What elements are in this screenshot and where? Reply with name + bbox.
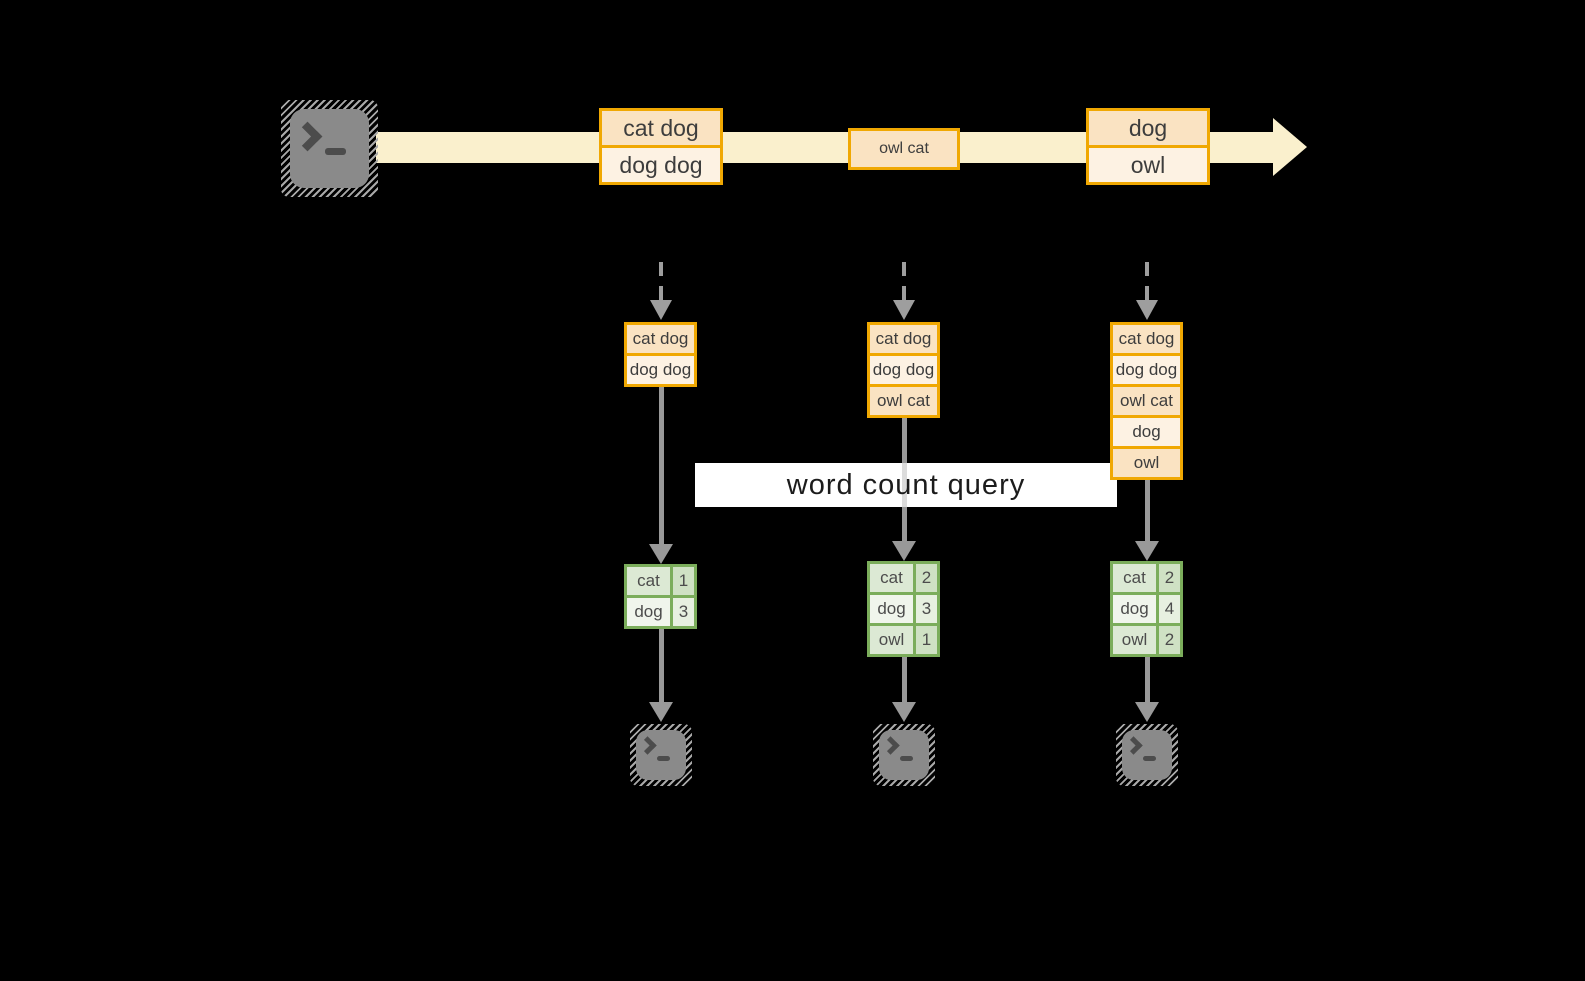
stream-batch-1: cat dog dog dog <box>599 108 723 185</box>
word-cell: cat <box>627 567 670 595</box>
count-cell: 3 <box>673 598 694 626</box>
count-cell: 3 <box>916 595 937 623</box>
word-cell: cat <box>870 564 913 592</box>
stream-batch-2: owl cat <box>848 128 960 170</box>
aggregation-arrowhead-icon <box>1135 541 1159 561</box>
word-cell: dog <box>1113 595 1156 623</box>
word-count-table-1: cat 1 dog 3 <box>624 564 697 629</box>
microbatch-arrowhead-icon <box>1136 300 1158 320</box>
count-cell: 2 <box>916 564 937 592</box>
microbatch-arrowhead-icon <box>650 300 672 320</box>
count-cell: 4 <box>1159 595 1180 623</box>
query-label: word count query <box>786 468 1026 501</box>
input-state-stack-3: cat dog dog dog owl cat dog owl <box>1110 322 1183 480</box>
word-cell: owl <box>870 626 913 654</box>
stream-source-terminal-icon <box>281 100 378 197</box>
state-row: cat dog <box>1113 325 1180 353</box>
microbatch-arrow-line <box>659 262 663 302</box>
batch-row: dog dog <box>602 148 720 182</box>
arrow-through-label <box>902 463 907 507</box>
output-arrowhead-icon <box>892 702 916 722</box>
word-cell: dog <box>870 595 913 623</box>
prompt-cursor-icon <box>325 148 346 155</box>
microbatch-arrow-line <box>1145 262 1149 302</box>
state-row: dog dog <box>627 356 694 384</box>
word-count-table-2: cat 2 dog 3 owl 1 <box>867 561 940 657</box>
terminal-screen <box>636 730 686 780</box>
input-state-stack-1: cat dog dog dog <box>624 322 697 387</box>
output-arrowhead-icon <box>649 702 673 722</box>
output-arrow-line <box>902 657 907 702</box>
sink-terminal-icon-2 <box>873 724 935 786</box>
sink-terminal-icon-1 <box>630 724 692 786</box>
aggregation-arrow-line <box>1145 480 1150 541</box>
state-row: dog <box>1113 418 1180 446</box>
state-row: dog dog <box>870 356 937 384</box>
batch-row: dog <box>1089 111 1207 145</box>
batch-row: owl <box>1089 148 1207 182</box>
stream-batch-3: dog owl <box>1086 108 1210 185</box>
count-cell: 1 <box>916 626 937 654</box>
microbatch-arrowhead-icon <box>893 300 915 320</box>
aggregation-arrow-line <box>659 387 664 544</box>
sink-terminal-icon-3 <box>1116 724 1178 786</box>
microbatch-arrow-line <box>902 262 906 302</box>
state-row: owl cat <box>870 387 937 415</box>
word-cell: owl <box>1113 626 1156 654</box>
event-stream-arrowhead-icon <box>1273 118 1307 176</box>
output-arrow-line <box>1145 657 1150 702</box>
terminal-screen <box>1122 730 1172 780</box>
prompt-cursor-icon <box>1143 756 1156 761</box>
word-cell: cat <box>1113 564 1156 592</box>
state-row: cat dog <box>627 325 694 353</box>
prompt-cursor-icon <box>900 756 913 761</box>
batch-row: owl cat <box>851 131 957 167</box>
word-count-table-3: cat 2 dog 4 owl 2 <box>1110 561 1183 657</box>
output-arrowhead-icon <box>1135 702 1159 722</box>
count-cell: 1 <box>673 567 694 595</box>
state-row: owl <box>1113 449 1180 477</box>
state-row: dog dog <box>1113 356 1180 384</box>
aggregation-arrowhead-icon <box>892 541 916 561</box>
count-cell: 2 <box>1159 626 1180 654</box>
count-cell: 2 <box>1159 564 1180 592</box>
aggregation-arrowhead-icon <box>649 544 673 564</box>
input-state-stack-2: cat dog dog dog owl cat <box>867 322 940 418</box>
prompt-cursor-icon <box>657 756 670 761</box>
word-cell: dog <box>627 598 670 626</box>
state-row: cat dog <box>870 325 937 353</box>
output-arrow-line <box>659 629 664 702</box>
batch-row: cat dog <box>602 111 720 145</box>
terminal-screen <box>879 730 929 780</box>
state-row: owl cat <box>1113 387 1180 415</box>
